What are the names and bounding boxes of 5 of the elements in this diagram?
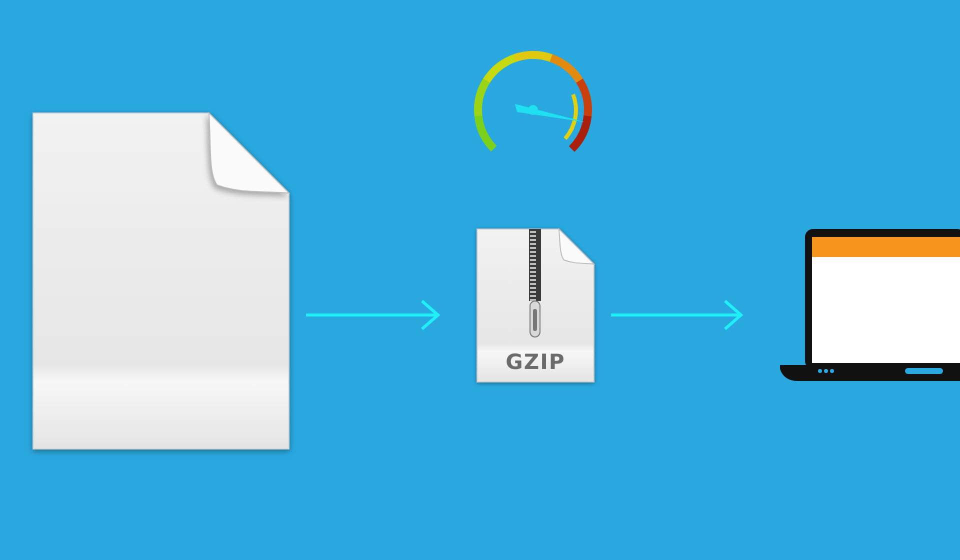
file-type-label: GZIP (504, 350, 566, 374)
arrow (611, 300, 742, 330)
laptop-icon (780, 229, 960, 381)
document-icon (33, 113, 289, 449)
arrow (306, 300, 440, 330)
